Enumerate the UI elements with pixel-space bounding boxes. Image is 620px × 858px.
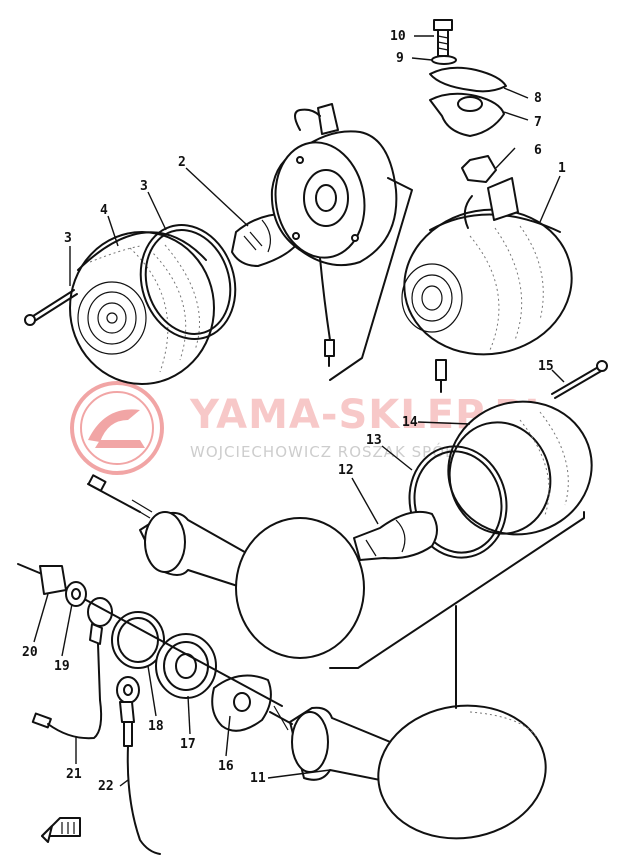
bracket-line-top [329,177,413,381]
plate-16 [211,674,272,732]
bulb-rear [353,510,438,561]
callout-14: 14 [402,415,418,430]
callout-12: 12 [338,463,354,478]
wire-21 [31,699,103,740]
callout-6: 6 [534,143,542,158]
callout-22: 22 [98,779,114,794]
callout-8: 8 [534,91,542,106]
callout-15: 15 [538,359,554,374]
leader-lines [33,35,565,787]
ring-terminal-22 [116,676,161,855]
callout-17: 17 [180,737,196,752]
callout-19: 19 [54,659,70,674]
callout-18: 18 [148,719,164,734]
watermark-logo [70,381,164,475]
callout-13: 13 [366,433,382,448]
callout-4: 4 [100,203,108,218]
flasher-stem-middle [87,474,365,659]
lens-front-left [69,231,215,385]
wire-terminal-20 [17,563,67,595]
lens-screw-rear [551,360,608,399]
callout-9: 9 [396,51,404,66]
lens-screw-left [24,289,78,326]
axis-line [85,599,283,707]
bracket-line-middle [329,511,585,669]
callout-2: 2 [178,155,186,170]
gasket-left [139,224,237,340]
callout-11: 11 [250,771,266,786]
callout-20: 20 [22,645,38,660]
callout-3-gasket: 3 [140,179,148,194]
lens-rear [447,400,593,536]
front-arrow-icon [41,817,81,843]
callout-16: 16 [218,759,234,774]
mount-hardware [429,19,507,183]
callout-labels: 1 2 3 3 4 6 7 8 9 10 11 12 13 14 15 16 1… [22,29,566,794]
washer-18 [111,611,165,669]
callout-1: 1 [558,161,566,176]
washer-19 [65,581,87,607]
flasher-assembly-right [401,177,573,393]
callout-7: 7 [534,115,542,130]
callout-3-screw: 3 [64,231,72,246]
callout-21: 21 [66,767,82,782]
callout-10: 10 [390,29,406,44]
plate-19b [87,597,113,701]
flasher-stem-bottom [269,704,547,840]
flasher-housing-front-left [270,103,398,367]
